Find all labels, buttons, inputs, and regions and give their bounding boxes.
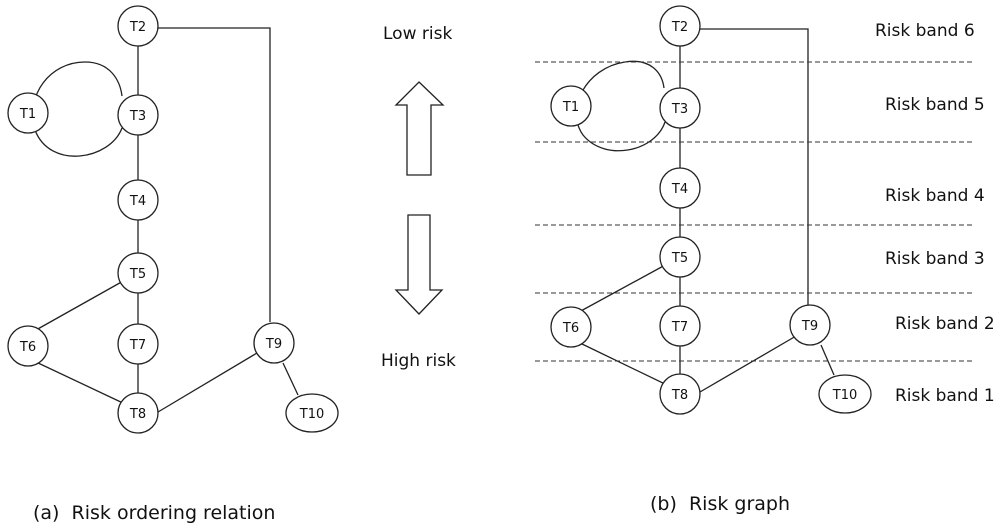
node-b-t3 (659, 87, 701, 129)
edge-b-t2-t9 (700, 28, 809, 305)
high-risk-label: High risk (381, 351, 456, 371)
risk-band-2-label: Risk band 2 (895, 314, 995, 334)
node-b-t2 (659, 5, 701, 47)
node-a-t7-label: T7 (129, 338, 146, 353)
node-a-t4 (117, 179, 159, 221)
node-b-t6-label: T6 (562, 321, 579, 336)
node-a-t1 (7, 92, 49, 134)
edge-b-t6-t8 (579, 342, 668, 386)
node-a-t10-label: T10 (299, 407, 324, 422)
low-risk-up-arrow (394, 81, 445, 176)
node-b-t9 (789, 304, 831, 346)
node-a-t5-label: T5 (129, 267, 146, 282)
risk-band-3-label: Risk band 3 (885, 249, 985, 269)
risk-band-6-label: Risk band 6 (875, 21, 975, 41)
node-b-t5 (659, 236, 701, 278)
node-b-t5-label: T5 (671, 251, 688, 266)
node-a-t8-label: T8 (129, 407, 146, 422)
node-a-t6-label: T6 (19, 340, 36, 355)
node-b-t4-label: T4 (671, 182, 688, 197)
edge-b-t8-t9 (699, 335, 797, 393)
risk-band-4-label: Risk band 4 (885, 186, 985, 206)
edge-a-t2-t9 (158, 27, 271, 322)
node-b-t1 (550, 85, 592, 127)
edge-a-t9-t10 (282, 362, 299, 396)
edge-b-t5-t6 (578, 263, 668, 313)
edge-b-t9-t10 (820, 344, 835, 376)
edge-a-t8-t9 (157, 352, 258, 413)
node-b-t6 (550, 306, 592, 348)
node-b-t7-label: T7 (671, 320, 688, 335)
node-b-t4 (659, 167, 701, 209)
edge-a-t6-t8 (35, 361, 126, 405)
node-a-t3-label: T3 (129, 109, 146, 124)
risk-band-5-label: Risk band 5 (885, 95, 985, 115)
node-b-t8 (659, 373, 701, 415)
node-a-t6 (7, 325, 49, 367)
node-b-t3-label: T3 (671, 102, 688, 117)
node-a-t2-label: T2 (129, 20, 146, 35)
node-a-t9 (253, 322, 295, 364)
node-b-t10 (818, 374, 872, 414)
right-diagram-caption: (b) Risk graph (650, 493, 791, 515)
node-a-t1-label: T1 (19, 107, 36, 122)
node-a-t7 (117, 323, 159, 365)
edge-a-t5-t6 (35, 279, 126, 331)
node-b-t9-label: T9 (801, 319, 818, 334)
node-a-t8 (117, 392, 159, 434)
node-b-t10-label: T10 (832, 388, 857, 403)
risk-band-1-label: Risk band 1 (895, 386, 995, 406)
node-a-t5 (117, 252, 159, 294)
node-a-t10 (285, 393, 339, 433)
node-b-t1-label: T1 (562, 100, 579, 115)
left-diagram-caption: (a) Risk ordering relation (33, 502, 276, 524)
high-risk-down-arrow (394, 214, 444, 315)
node-a-t2 (117, 5, 159, 47)
node-b-t2-label: T2 (671, 20, 688, 35)
node-a-t9-label: T9 (265, 337, 282, 352)
node-a-t3 (117, 94, 159, 136)
low-risk-label: Low risk (383, 24, 453, 44)
node-b-t8-label: T8 (671, 388, 688, 403)
node-a-t4-label: T4 (129, 194, 146, 209)
node-b-t7 (659, 305, 701, 347)
